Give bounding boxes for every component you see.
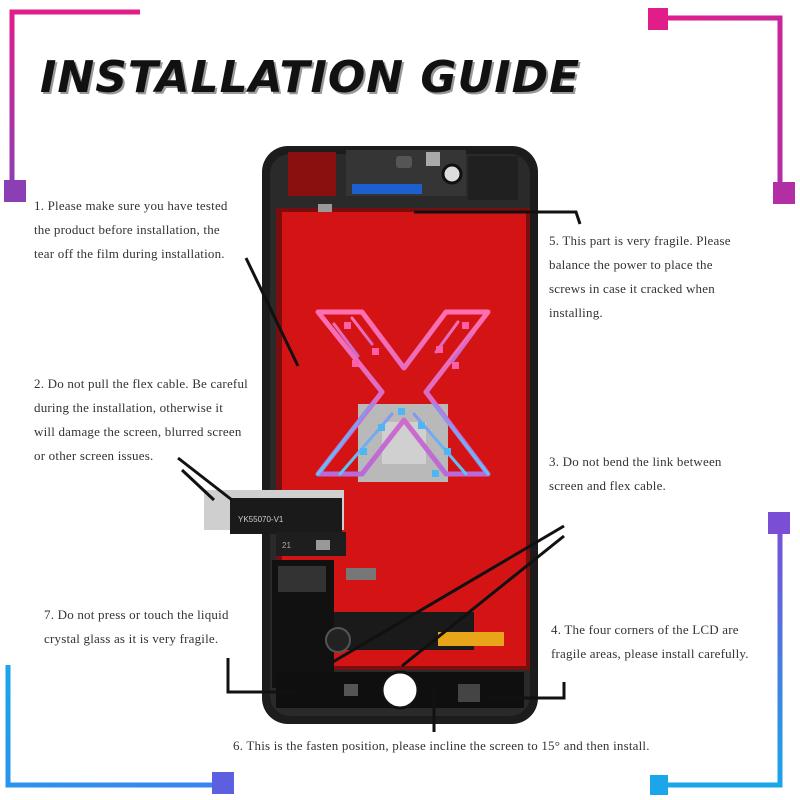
note-5: 5. This part is very fragile. Please bal… (549, 233, 731, 320)
top-bracket (288, 150, 518, 200)
leader-lines (177, 210, 582, 732)
note-6: 6. This is the fasten position, please i… (233, 738, 650, 753)
bottom-bracket (272, 560, 524, 710)
frame-bottom-right (650, 512, 790, 795)
camera-ring-icon (441, 163, 463, 185)
page-title: INSTALLATION GUIDE (40, 52, 581, 103)
x-logo (315, 309, 491, 482)
lcd-screen (276, 204, 530, 670)
frame-top-left (4, 9, 140, 202)
frame-top-right (648, 8, 795, 204)
flex-small-label: 21 (282, 541, 291, 550)
frame-bottom-left (5, 665, 234, 794)
note-4: 4. The four corners of the LCD are fragi… (551, 622, 749, 661)
note-2: 2. Do not pull the flex cable. Be carefu… (34, 376, 248, 463)
note-7: 7. Do not press or touch the liquid crys… (44, 607, 229, 646)
note-1: 1. Please make sure you have tested the … (34, 198, 228, 261)
note-3: 3. Do not bend the link between screen a… (549, 454, 722, 493)
flex-label: YK55070-V1 (238, 515, 284, 524)
home-button-icon (325, 627, 351, 653)
